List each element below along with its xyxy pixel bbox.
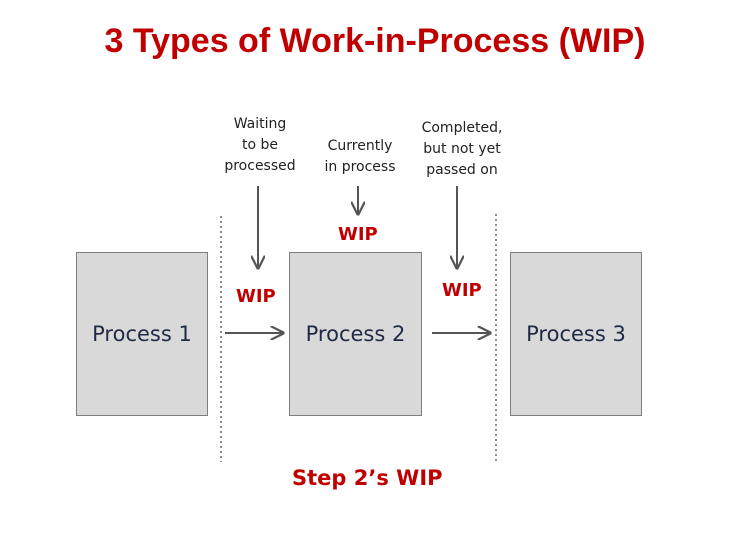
wip-label-inside: WIP (338, 224, 378, 245)
process-box-3: Process 3 (510, 252, 642, 416)
wip-label-before: WIP (236, 286, 276, 307)
page-title: 3 Types of Work-in-Process (WIP) (104, 22, 646, 60)
note-line: but not yet (423, 141, 501, 157)
process-box-2: Process 2 (289, 252, 422, 416)
process-box-1: Process 1 (76, 252, 208, 416)
process-label: Process 1 (92, 322, 192, 346)
note-line: Waiting (233, 116, 287, 132)
note-line: processed (224, 158, 296, 174)
note-line: Completed, (421, 120, 503, 136)
note-line: Currently (327, 138, 393, 154)
note-waiting: Waiting to be processed (205, 114, 315, 177)
note-line: to be (241, 137, 278, 153)
footer-caption: Step 2’s WIP (292, 466, 443, 490)
note-line: passed on (426, 162, 498, 178)
wip-label-after: WIP (442, 280, 482, 301)
note-completed: Completed, but not yet passed on (402, 118, 522, 181)
note-current: Currently in process (305, 136, 415, 178)
process-label: Process 2 (305, 322, 406, 346)
process-label: Process 3 (526, 322, 626, 346)
note-line: in process (324, 159, 396, 175)
